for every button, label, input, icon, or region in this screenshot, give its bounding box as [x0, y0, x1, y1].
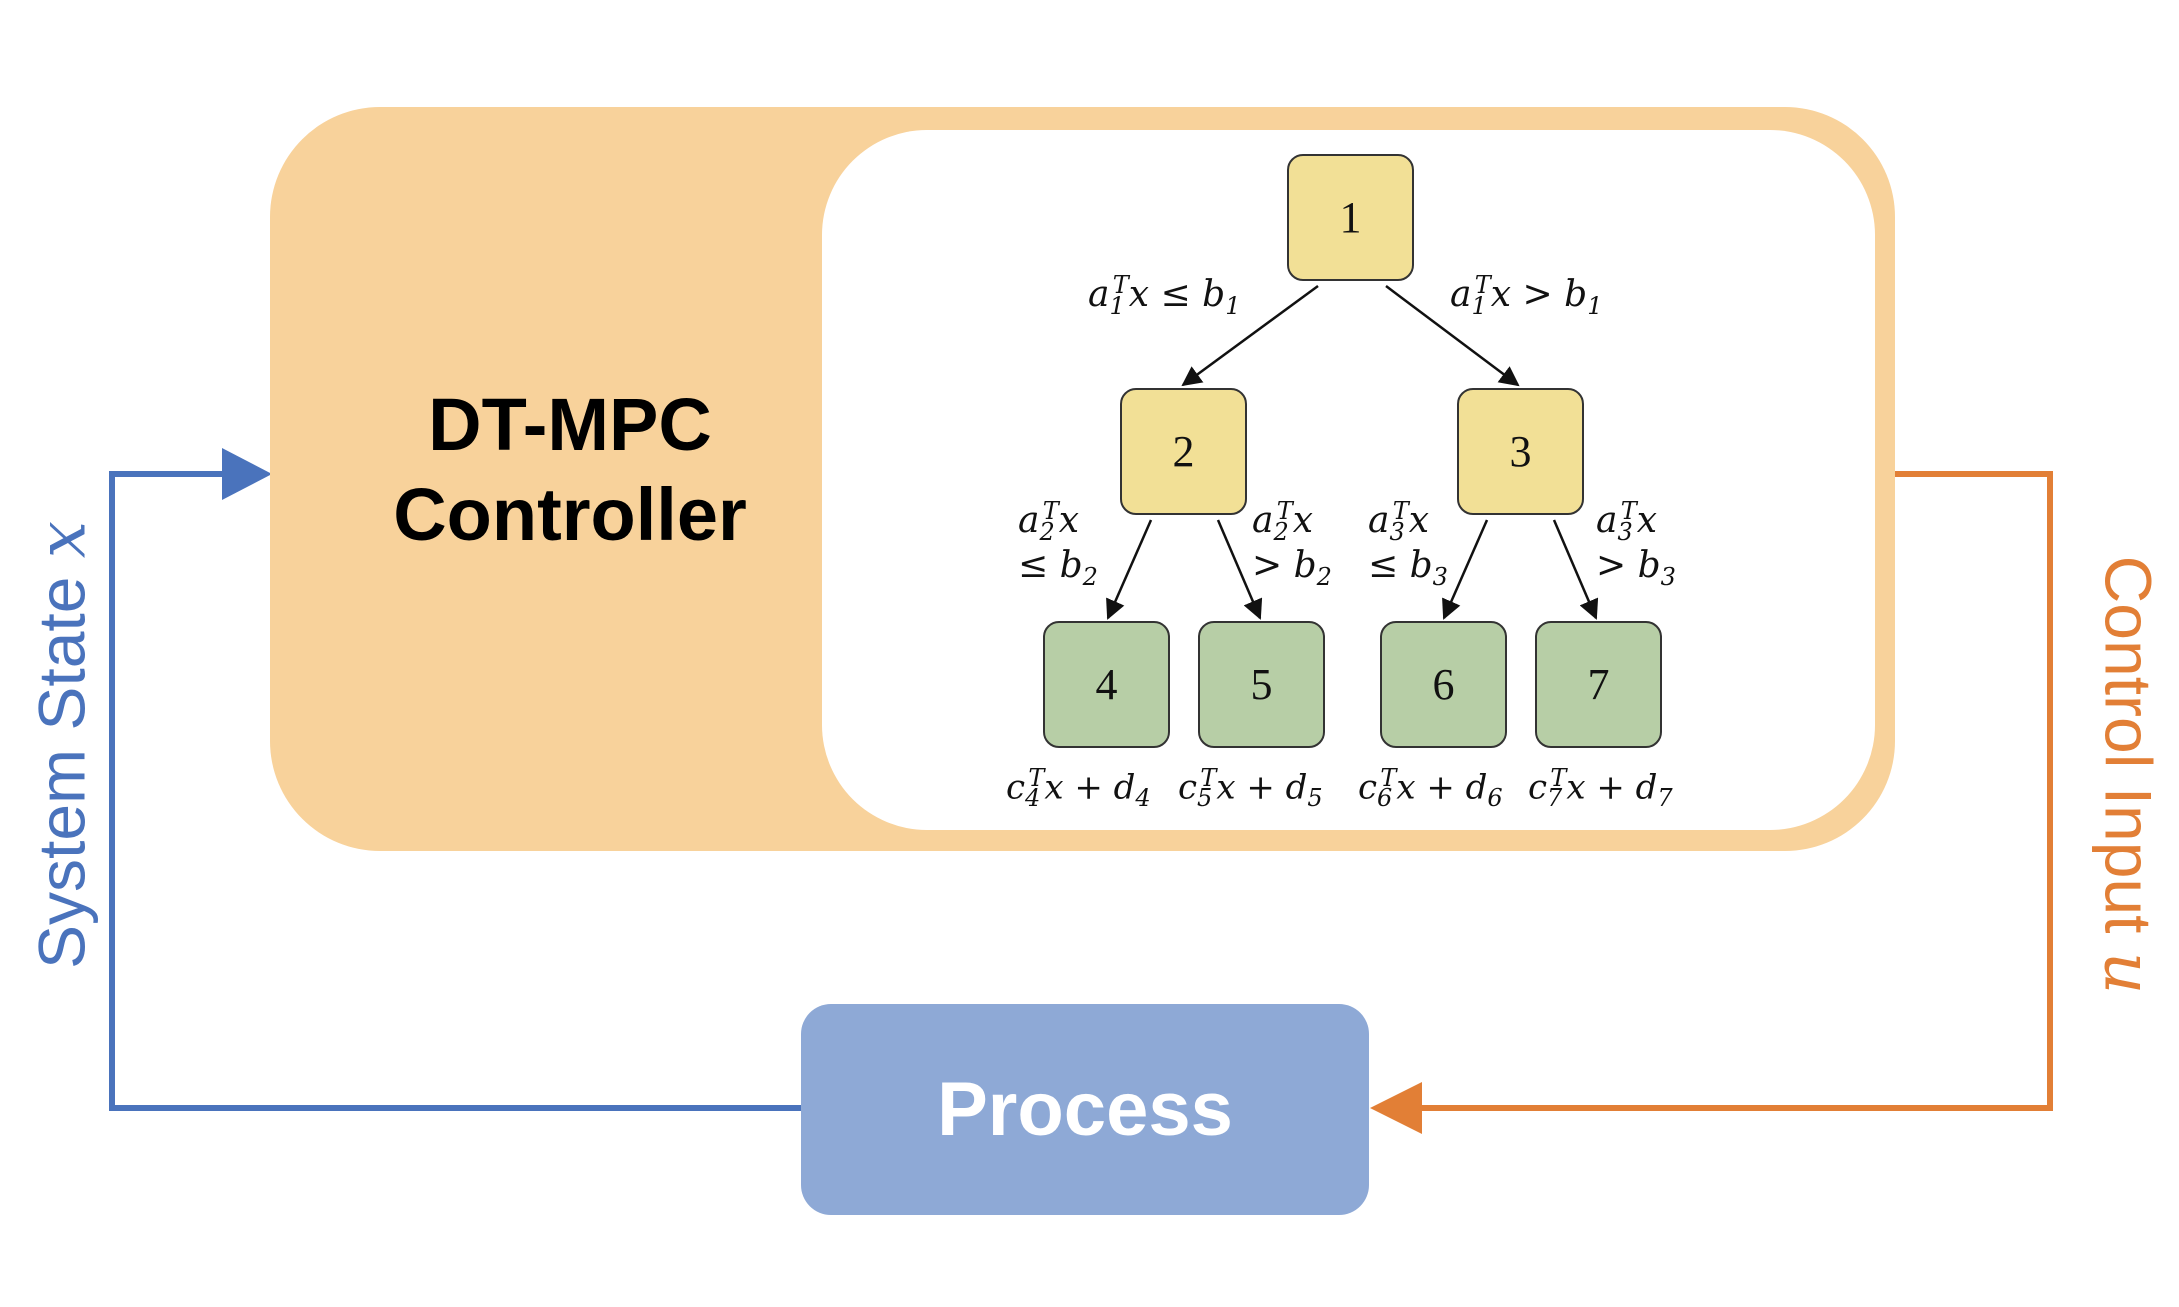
tree-node-4: 4	[1043, 621, 1170, 748]
split-label-2-right: a2Tx > b2	[1252, 497, 1332, 592]
state-arrowhead	[222, 448, 272, 500]
split-label-3-left: a3Tx ≤ b3	[1368, 497, 1448, 592]
edge-3-7	[1552, 519, 1599, 620]
edge-2-5	[1216, 519, 1263, 620]
leaf-law-7: c7Tx + d7	[1528, 764, 1673, 813]
controller-title-line2: Controller	[393, 473, 747, 556]
system-state-text: System State	[24, 576, 99, 970]
system-state-label: System State x	[24, 521, 101, 969]
controller-title-line1: DT-MPC	[428, 383, 712, 466]
system-state-symbol: x	[23, 520, 101, 559]
tree-node-2: 2	[1120, 388, 1247, 515]
leaf-law-5: c5Tx + d5	[1178, 764, 1323, 813]
process-block: Process	[801, 1004, 1369, 1215]
tree-node-5: 5	[1198, 621, 1325, 748]
split-label-1-right: a1Tx > b1	[1450, 271, 1603, 321]
control-input-text: Control Input	[2091, 555, 2166, 934]
tree-node-3: 3	[1457, 388, 1584, 515]
edge-1-2	[1181, 284, 1319, 387]
control-input-label: Control Input u	[2090, 556, 2167, 995]
split-label-1-left: a1Tx ≤ b1	[1088, 271, 1241, 321]
split-label-2-left: a2Tx ≤ b2	[1018, 497, 1098, 592]
edge-3-6	[1442, 519, 1489, 620]
edge-2-4	[1106, 519, 1153, 620]
edge-1-3	[1385, 285, 1520, 387]
process-label: Process	[937, 1067, 1233, 1152]
tree-node-1: 1	[1287, 154, 1414, 281]
leaf-law-4: c4Tx + d4	[1006, 764, 1151, 813]
state-feedback-wire	[109, 471, 801, 1111]
tree-node-6: 6	[1380, 621, 1507, 748]
control-input-symbol: u	[2089, 951, 2167, 995]
tree-node-7: 7	[1535, 621, 1662, 748]
split-label-3-right: a3Tx > b3	[1596, 497, 1676, 592]
controller-title: DT-MPC Controller	[330, 380, 810, 560]
control-input-arrowhead	[1370, 1082, 1422, 1134]
leaf-law-6: c6Tx + d6	[1358, 764, 1503, 813]
control-input-wire	[1420, 471, 2053, 1111]
